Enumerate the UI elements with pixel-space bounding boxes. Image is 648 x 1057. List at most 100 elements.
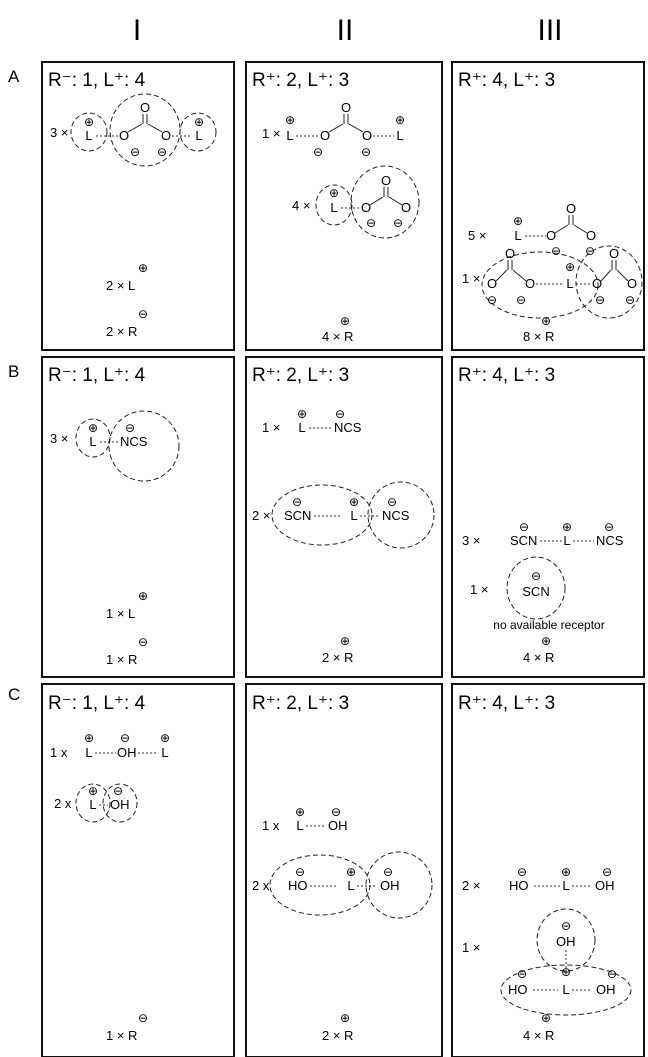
anion-charge: ⊖ (366, 216, 376, 230)
oxygen-label: O (341, 100, 351, 115)
association-circle (70, 112, 108, 152)
ligand-label: L (298, 420, 305, 435)
cation-charge: ⊕ (329, 186, 339, 200)
anion-charge: ⊖ (125, 421, 135, 435)
ligand-label: L (286, 128, 293, 143)
ligand-label: L (85, 128, 92, 143)
ligand-label: L (396, 128, 403, 143)
ligand-label: L (562, 982, 569, 997)
oxygen-label: O (401, 200, 411, 215)
single-bond (328, 123, 344, 133)
panel-c-ii (245, 683, 443, 1057)
hydroxide-label: OH (328, 818, 348, 833)
oxygen-label: O (592, 276, 602, 291)
anion-charge: ⊖ (331, 805, 341, 819)
count-label: 2 x (54, 796, 72, 811)
count-label: 1 × L (106, 606, 135, 621)
ligand-label: L (161, 745, 168, 760)
panel-title: R⁺: 2, L⁺: 3 (252, 365, 349, 386)
oxygen-label: O (119, 128, 129, 143)
cation-charge: ⊕ (138, 589, 148, 603)
oxygen-label: O (609, 246, 619, 261)
anion-charge: ⊖ (138, 307, 148, 321)
cation-charge: ⊕ (561, 965, 571, 979)
thiocyanate-label: NCS (120, 434, 148, 449)
panel-a-ii-content: 1 × ⊕ L O O O ⊖ ⊖ ⊕ L 4 × ⊕ L O O O ⊖ ⊖ … (262, 100, 420, 344)
panel-b-i-content: 3 × ⊕ L ⊖ NCS ⊕ 1 × L ⊖ 1 × R (50, 410, 180, 667)
count-label: 1 × (470, 582, 488, 597)
cation-charge: ⊕ (513, 214, 523, 228)
cation-charge: ⊕ (340, 634, 350, 648)
panel-title: R⁺: 4, L⁺: 3 (458, 365, 555, 386)
anion-charge: ⊖ (387, 495, 397, 509)
panel-c-iii (451, 683, 645, 1057)
row-heading-a: A (8, 67, 20, 86)
panel-title: R⁻: 1, L⁺: 4 (48, 70, 146, 91)
hydroxide-label: OH (556, 934, 576, 949)
cation-charge: ⊕ (84, 115, 94, 129)
panel-c-i (41, 683, 235, 1057)
single-bond (348, 123, 364, 133)
cation-charge: ⊕ (285, 113, 295, 127)
anion-charge: ⊖ (517, 865, 527, 879)
panel-a-i-content: 3 × ⊕ L O O O ⊖ ⊖ ⊕ L ⊕ 2 × L ⊖ 2 × R (50, 93, 217, 339)
association-circle (179, 112, 217, 152)
oxygen-label: O (546, 228, 556, 243)
anion-charge: ⊖ (295, 865, 305, 879)
cation-charge: ⊕ (561, 865, 571, 879)
anion-charge: ⊖ (531, 569, 541, 583)
single-bond (147, 123, 163, 133)
cation-charge: ⊕ (88, 421, 98, 435)
ligand-label: L (347, 878, 354, 893)
cation-charge: ⊕ (541, 314, 551, 328)
panel-a-iii (451, 61, 645, 351)
panel-c-ii-content: 1 x ⊕ L ⊖ OH 2 x ⊖ HO ⊕ L ⊖ OH ⊕ 2 × R (252, 805, 433, 1043)
association-circle (481, 251, 599, 319)
count-label: 2 × R (106, 324, 137, 339)
cation-charge: ⊕ (88, 784, 98, 798)
association-circle (75, 783, 111, 823)
cation-charge: ⊕ (138, 261, 148, 275)
anion-charge: ⊖ (383, 865, 393, 879)
no-receptor-note: no available receptor (493, 618, 604, 632)
count-label: 1 × R (106, 652, 137, 667)
cation-charge: ⊕ (340, 1011, 350, 1025)
hydroxide-label: HO (509, 878, 529, 893)
anion-charge: ⊖ (517, 967, 527, 981)
count-label: 1 x (262, 818, 280, 833)
panel-title: R⁺: 4, L⁺: 3 (458, 70, 555, 91)
oxygen-label: O (487, 276, 497, 291)
panel-title: R⁻: 1, L⁺: 4 (48, 693, 146, 714)
anion-charge: ⊖ (595, 293, 605, 307)
count-label: 1 × (462, 271, 480, 286)
panel-a-i (41, 61, 235, 351)
panel-b-i (41, 356, 235, 678)
ligand-label: L (562, 878, 569, 893)
hydroxide-label: HO (508, 982, 528, 997)
panel-c-iii-content: 2 × ⊖ HO ⊕ L ⊖ OH 1 × ⊖ OH ⊖ HO ⊕ L ⊖ OH… (462, 865, 632, 1043)
panel-title: R⁺: 4, L⁺: 3 (458, 693, 555, 714)
ligand-label: L (514, 228, 521, 243)
association-circle (75, 418, 111, 458)
cation-charge: ⊕ (194, 115, 204, 129)
panel-b-iii (451, 356, 645, 678)
count-label: 2 × R (322, 650, 353, 665)
association-circle (350, 165, 420, 239)
count-label: 1 × R (106, 1028, 137, 1043)
anion-charge: ⊖ (130, 145, 140, 159)
anion-charge: ⊖ (113, 784, 123, 798)
single-bond (369, 196, 384, 206)
count-label: 1 x (50, 745, 68, 760)
anion-charge: ⊖ (602, 865, 612, 879)
count-label: 4 × R (523, 1028, 554, 1043)
ligand-label: L (89, 797, 96, 812)
panel-b-ii (245, 356, 443, 678)
association-circle (271, 484, 373, 546)
thiocyanate-label: NCS (334, 420, 362, 435)
count-label: 2 × (252, 508, 270, 523)
oxygen-label: O (505, 246, 515, 261)
row-heading-c: C (8, 685, 20, 704)
cation-charge: ⊕ (565, 260, 575, 274)
cation-charge: ⊕ (541, 1011, 551, 1025)
